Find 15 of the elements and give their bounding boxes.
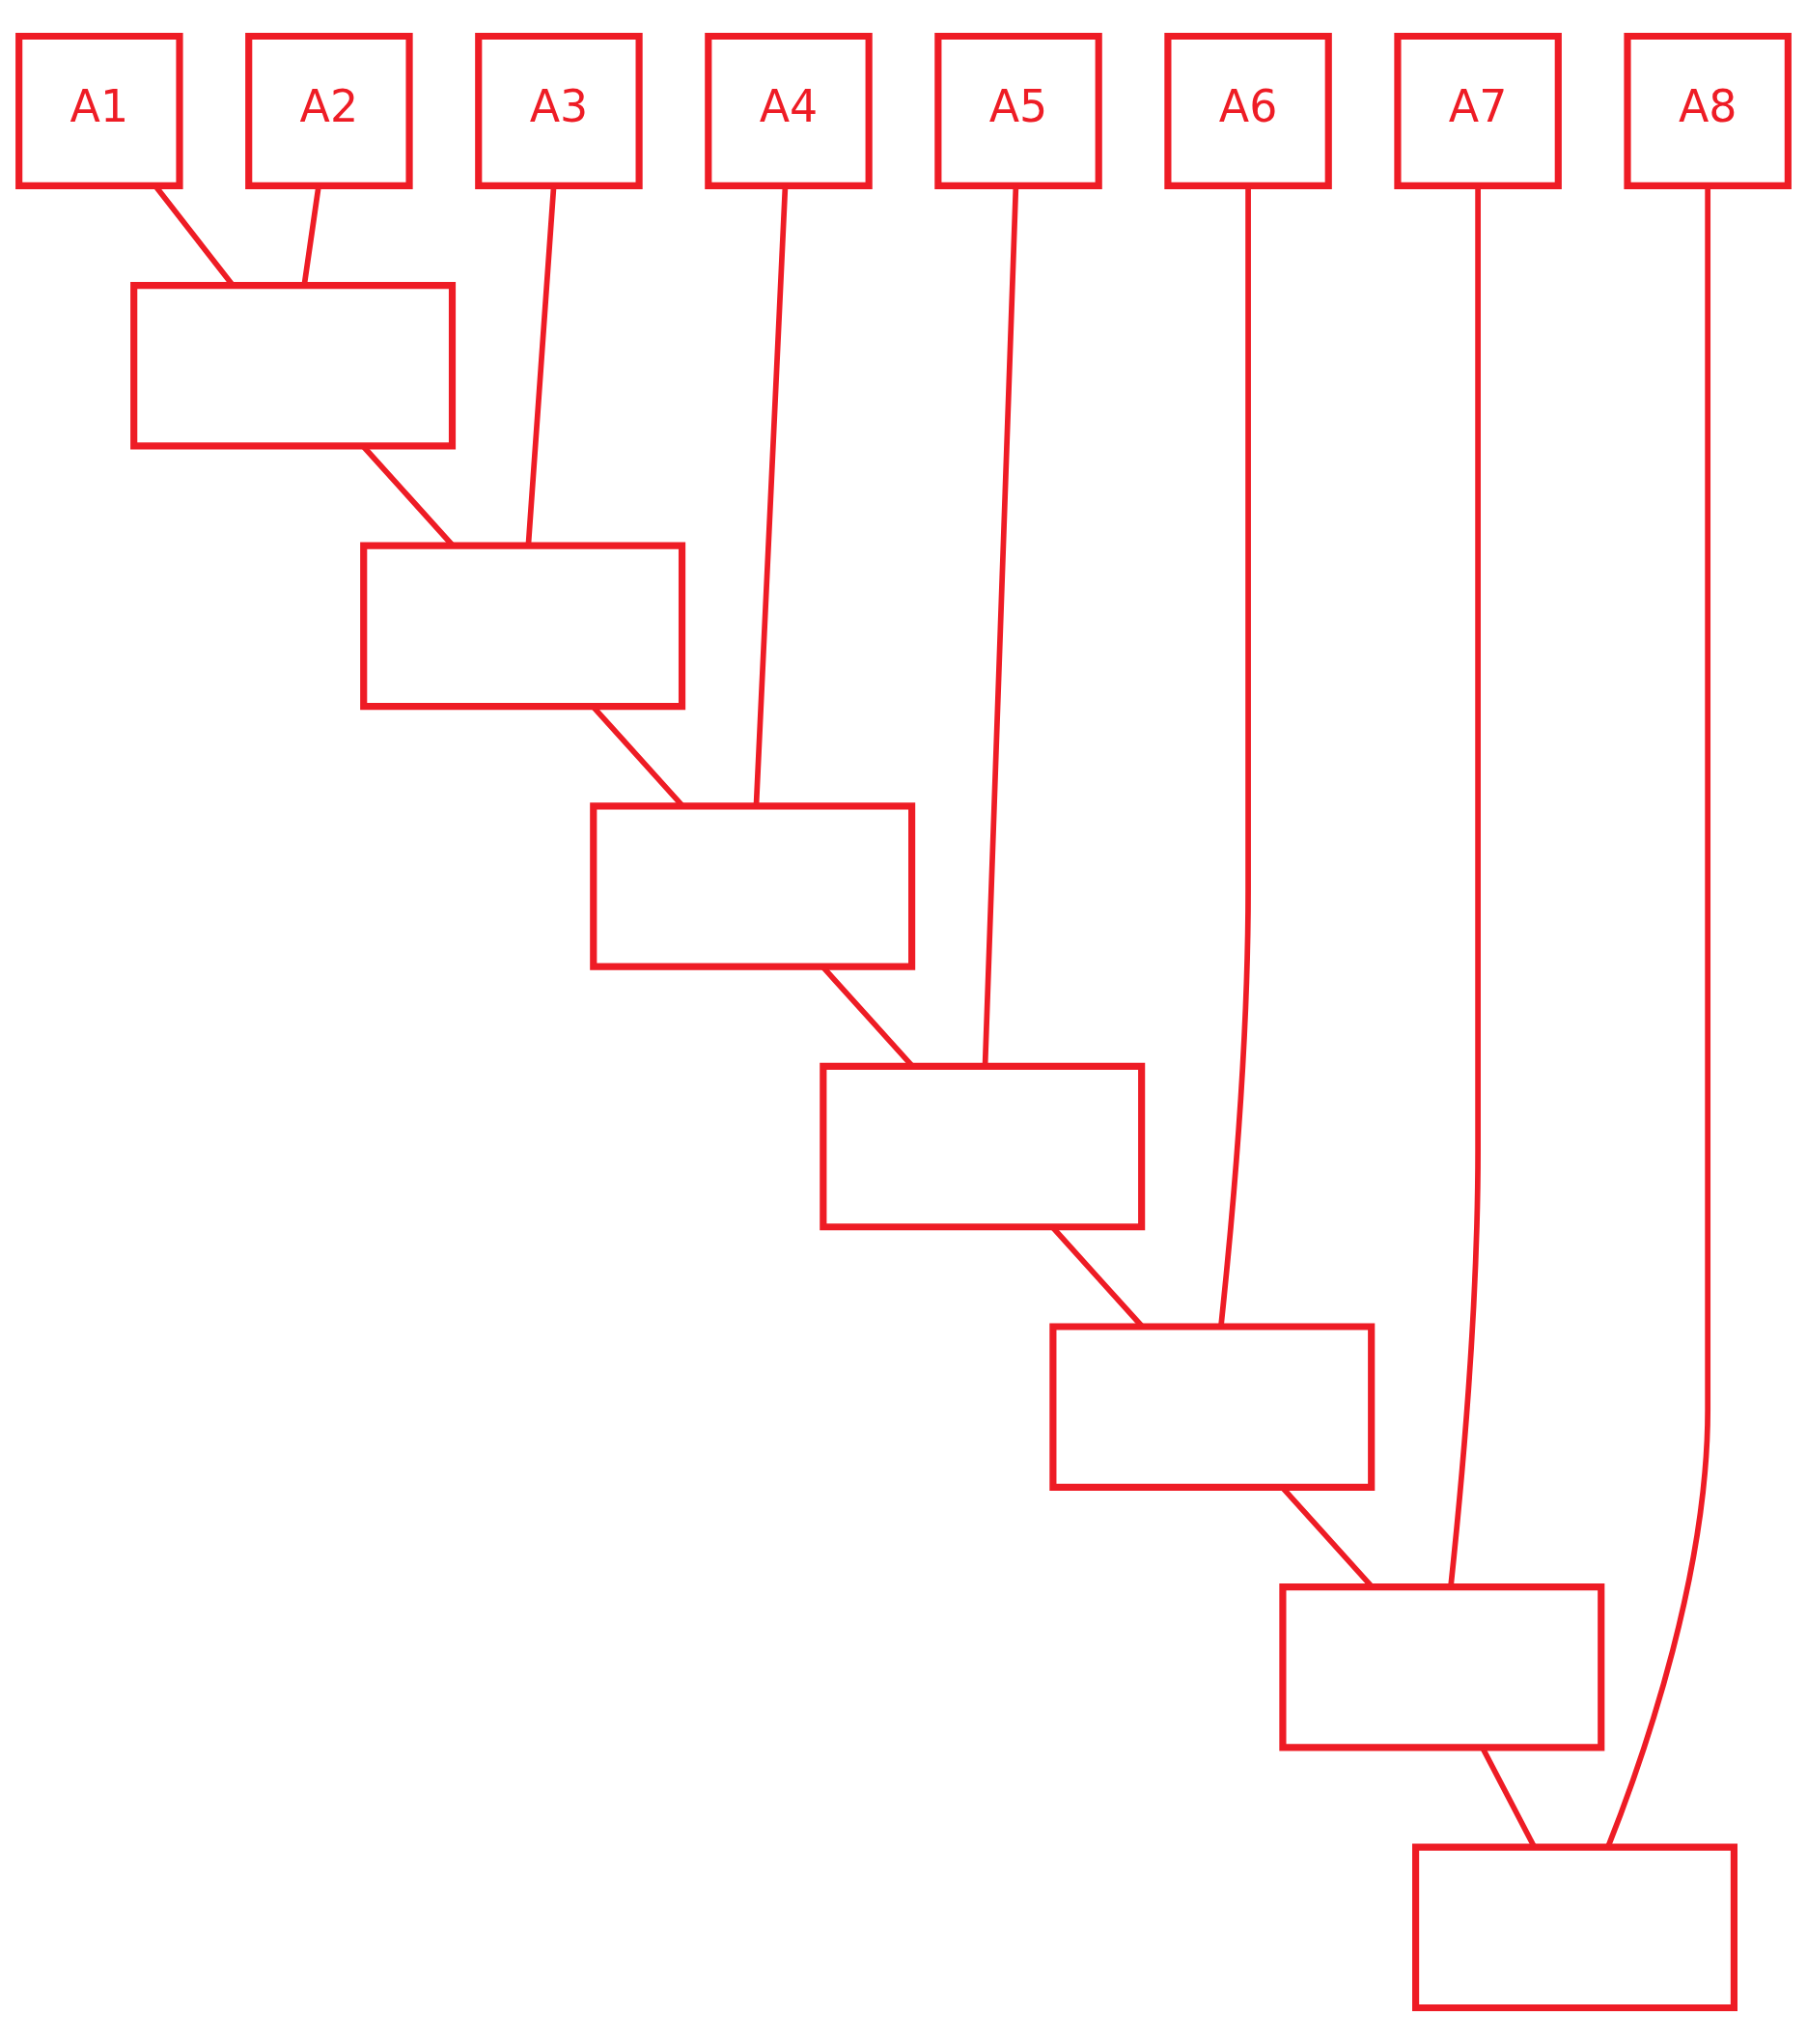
node-box [1412, 1843, 1738, 2012]
node-box: A7 [1394, 32, 1562, 189]
node-box [820, 1062, 1146, 1231]
node-box [1279, 1583, 1605, 1751]
node-box [130, 282, 457, 450]
node-box [360, 542, 686, 711]
node-box: A4 [705, 32, 873, 189]
node-box: A5 [934, 32, 1102, 189]
node-box: A2 [245, 32, 413, 189]
node-box: A6 [1164, 32, 1332, 189]
node-box [1049, 1323, 1376, 1491]
node-box: A3 [475, 32, 643, 189]
node-box: A8 [1624, 32, 1792, 189]
node-box: A1 [15, 32, 183, 189]
node-box [590, 802, 916, 970]
